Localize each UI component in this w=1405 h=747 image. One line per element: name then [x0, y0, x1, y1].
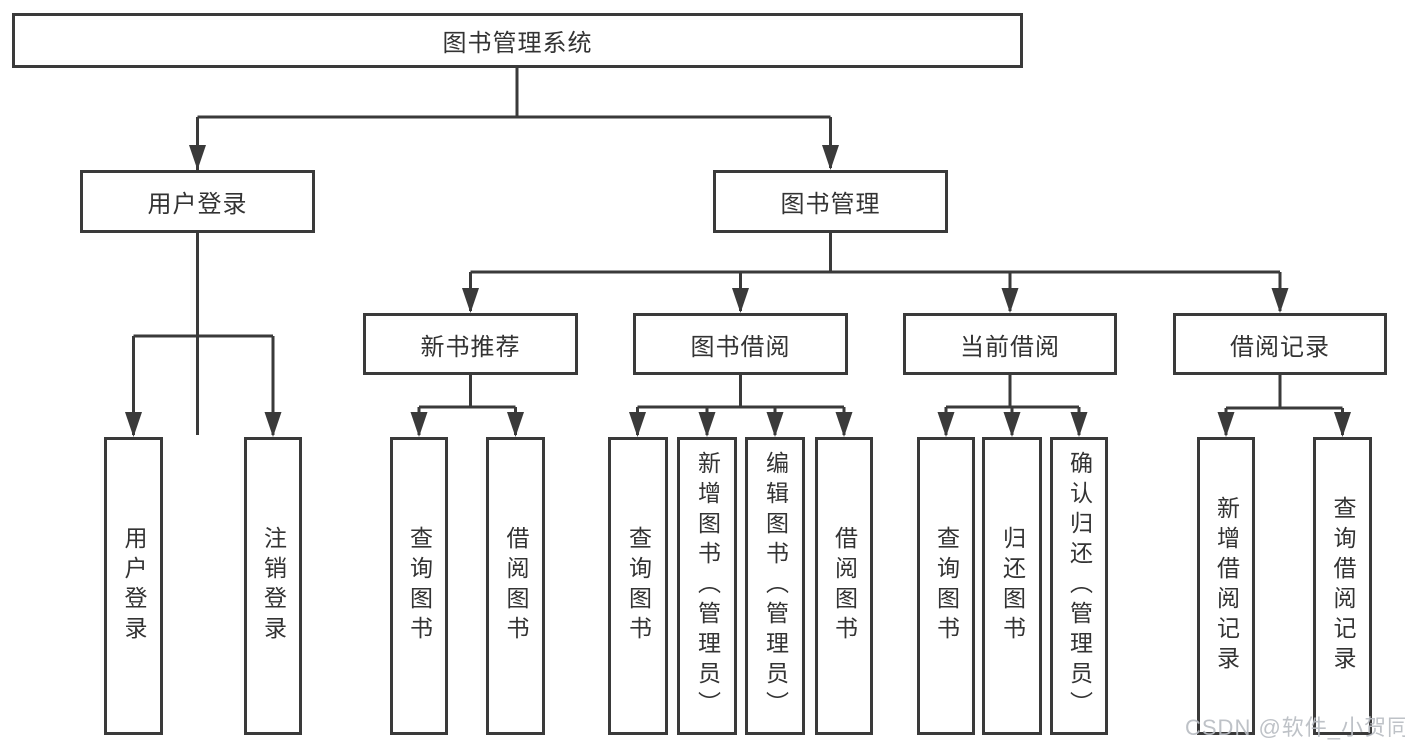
- leaf-borrow-books-recommend: 借阅图书: [486, 437, 545, 735]
- leaf-query-books-current: 查询图书: [917, 437, 975, 735]
- leaf-borrow-books-label: 借阅图书: [831, 526, 858, 646]
- leaf-logout-label: 注销登录: [260, 526, 287, 646]
- leaf-return-books-label: 归还图书: [999, 526, 1026, 646]
- leaf-user-login: 用户登录: [104, 437, 163, 735]
- leaf-add-borrow-record: 新增借阅记录: [1197, 437, 1255, 735]
- leaf-edit-book-admin: 编辑图书（管理员）: [745, 437, 805, 735]
- leaf-confirm-return-admin-label: 确认归还（管理员）: [1066, 451, 1093, 721]
- leaf-add-book-admin-label: 新增图书（管理员）: [694, 451, 721, 721]
- leaf-query-books-recommend: 查询图书: [390, 437, 448, 735]
- leaf-user-login-label: 用户登录: [121, 526, 147, 646]
- leaf-query-borrow-record: 查询借阅记录: [1313, 437, 1372, 735]
- node-user-login: 用户登录: [80, 170, 315, 233]
- csdn-watermark: CSDN @软件_小贺同学: [1185, 715, 1405, 740]
- leaf-return-books: 归还图书: [982, 437, 1042, 735]
- leaf-add-book-admin: 新增图书（管理员）: [677, 437, 737, 735]
- leaf-query-books-borrow-label: 查询图书: [625, 526, 652, 646]
- leaf-query-books-borrow: 查询图书: [608, 437, 668, 735]
- node-new-book-recommend: 新书推荐: [363, 313, 578, 375]
- node-book-borrow: 图书借阅: [633, 313, 848, 375]
- node-current-borrow: 当前借阅: [903, 313, 1117, 375]
- node-root: 图书管理系统: [12, 13, 1023, 68]
- leaf-query-books-current-label: 查询图书: [933, 526, 960, 646]
- node-borrow-records: 借阅记录: [1173, 313, 1387, 375]
- leaf-edit-book-admin-label: 编辑图书（管理员）: [762, 451, 789, 721]
- leaf-borrow-books-recommend-label: 借阅图书: [503, 526, 529, 646]
- node-book-management: 图书管理: [713, 170, 948, 233]
- leaf-logout: 注销登录: [244, 437, 302, 735]
- leaf-query-books-recommend-label: 查询图书: [406, 526, 433, 646]
- leaf-query-borrow-record-label: 查询借阅记录: [1330, 496, 1356, 676]
- leaf-add-borrow-record-label: 新增借阅记录: [1213, 496, 1240, 676]
- leaf-borrow-books: 借阅图书: [815, 437, 873, 735]
- leaf-confirm-return-admin: 确认归还（管理员）: [1050, 437, 1108, 735]
- arrowheads: [125, 145, 1351, 437]
